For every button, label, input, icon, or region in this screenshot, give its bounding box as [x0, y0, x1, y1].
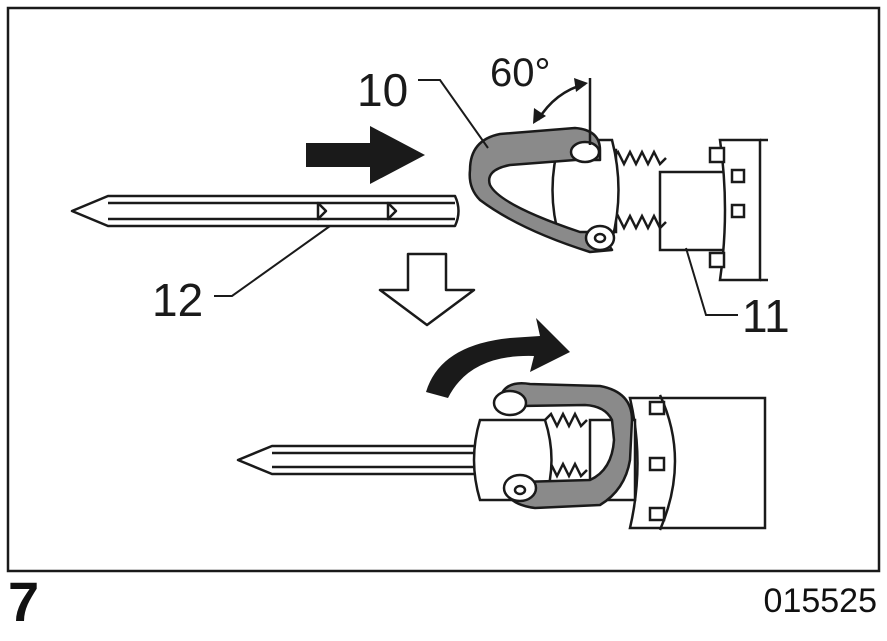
tool-holder-top — [551, 138, 768, 282]
rotate-arrow-icon — [426, 318, 570, 398]
callout-retainer: 10 — [357, 64, 408, 116]
bit-bottom — [236, 444, 502, 476]
callout-bit: 12 — [152, 274, 203, 326]
leader-bit — [214, 225, 331, 297]
leader-retainer — [418, 79, 489, 149]
retainer-top — [468, 126, 616, 254]
diagram-border — [6, 6, 881, 573]
retainer-bottom — [492, 382, 634, 510]
angle-label: 60° — [490, 51, 551, 95]
figure-code: 015525 — [763, 582, 877, 620]
angle-arrowhead-right — [574, 78, 588, 92]
insert-direction-arrow-icon — [306, 126, 425, 184]
figure-number: 7 — [8, 570, 40, 633]
angle-arrowhead-left — [533, 108, 546, 124]
leader-tool-holder — [685, 247, 738, 316]
callout-tool-holder: 11 — [742, 290, 790, 342]
bit-top — [70, 194, 460, 228]
down-step-arrow-icon — [378, 252, 476, 327]
